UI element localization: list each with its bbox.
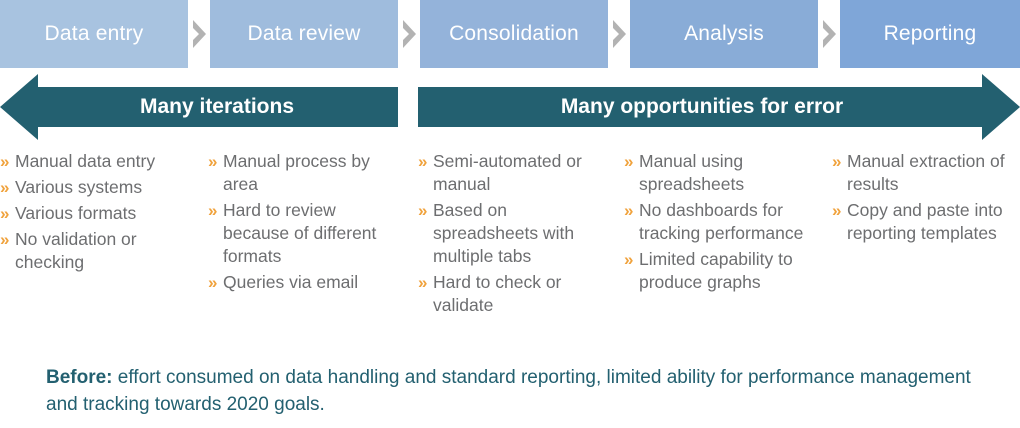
- chevron-right-icon: [608, 0, 630, 68]
- double-chevron-bullet-icon: »: [418, 152, 428, 171]
- summary-arrow-row: Many iterations Many opportunities for e…: [0, 74, 1020, 140]
- process-stage-data-entry[interactable]: Data entry: [0, 0, 188, 68]
- list-item: » Hard to review because of different for…: [208, 199, 404, 268]
- process-stage-label: Analysis: [684, 22, 764, 45]
- double-chevron-bullet-icon: »: [0, 230, 10, 249]
- many-iterations-label: Many iterations: [139, 95, 295, 118]
- detail-columns: » Manual data entry » Various systems » Vario…: [0, 150, 1020, 345]
- chevron-right-icon: [398, 0, 420, 68]
- list-item-label: Manual process by area: [223, 151, 370, 194]
- list-item: » Copy and paste into reporting templates: [832, 199, 1020, 245]
- list-item: » Queries via email: [208, 271, 404, 294]
- double-chevron-bullet-icon: »: [624, 201, 634, 220]
- list-item-label: Manual data entry: [15, 151, 156, 171]
- process-stage-reporting[interactable]: Reporting: [840, 0, 1020, 68]
- double-chevron-bullet-icon: »: [208, 201, 218, 220]
- double-chevron-bullet-icon: »: [418, 201, 428, 220]
- process-stage-label: Data entry: [44, 22, 144, 45]
- bullet-column-data-entry: » Manual data entry » Various systems » Vario…: [0, 150, 196, 277]
- list-item: » Manual using spreadsheets: [624, 150, 820, 196]
- double-chevron-bullet-icon: »: [0, 152, 10, 171]
- process-stage-analysis[interactable]: Analysis: [630, 0, 818, 68]
- double-chevron-bullet-icon: »: [0, 178, 10, 197]
- right-arrow-shape: [418, 74, 1020, 140]
- chevron-right-icon: [818, 0, 840, 68]
- list-item-label: No validation or checking: [15, 229, 137, 272]
- list-item-label: Based on spreadsheets with multiple tabs: [433, 200, 575, 266]
- double-chevron-bullet-icon: »: [624, 152, 634, 171]
- list-item: » Based on spreadsheets with multiple tab…: [418, 199, 614, 268]
- chevron-right-icon: [188, 0, 210, 68]
- list-item-label: Hard to review because of different form…: [223, 200, 377, 266]
- list-item: » Various formats: [0, 202, 196, 225]
- double-chevron-bullet-icon: »: [624, 250, 634, 269]
- list-item: » Manual extraction of results: [832, 150, 1020, 196]
- many-opportunities-for-error-arrow: Many opportunities for error: [418, 74, 1020, 140]
- double-chevron-bullet-icon: »: [832, 152, 842, 171]
- bullet-column-consolidation: » Semi-automated or manual » Based on sprea…: [418, 150, 614, 320]
- list-item-label: Various systems: [15, 177, 143, 197]
- left-arrow-shape: [0, 74, 398, 140]
- list-item: » Manual data entry: [0, 150, 196, 173]
- process-stage-label: Reporting: [883, 22, 977, 45]
- list-item: » Manual process by area: [208, 150, 404, 196]
- double-chevron-bullet-icon: »: [208, 273, 218, 292]
- list-item: » Hard to check or validate: [418, 271, 614, 317]
- list-item: » No validation or checking: [0, 228, 196, 274]
- list-item-label: Manual using spreadsheets: [639, 151, 745, 194]
- list-item-label: Queries via email: [223, 272, 359, 292]
- summary-caption-body: effort consumed on data handling and sta…: [46, 367, 971, 415]
- double-chevron-bullet-icon: »: [0, 204, 10, 223]
- list-item: » Semi-automated or manual: [418, 150, 614, 196]
- list-item-label: Manual extraction of results: [847, 151, 1005, 194]
- double-chevron-bullet-icon: »: [832, 201, 842, 220]
- list-item-label: Hard to check or validate: [433, 272, 562, 315]
- list-item: » Limited capability to produce graphs: [624, 248, 820, 294]
- list-item-label: Copy and paste into reporting templates: [847, 200, 1003, 243]
- process-stage-consolidation[interactable]: Consolidation: [420, 0, 608, 68]
- summary-caption-lead: Before:: [46, 367, 113, 388]
- list-item-label: No dashboards for tracking performance: [639, 200, 804, 243]
- list-item-label: Limited capability to produce graphs: [639, 249, 793, 292]
- process-stage-data-review[interactable]: Data review: [210, 0, 398, 68]
- bullet-column-analysis: » Manual using spreadsheets » No dashboards…: [624, 150, 820, 297]
- list-item-label: Semi-automated or manual: [433, 151, 582, 194]
- bullet-column-data-review: » Manual process by area » Hard to review b…: [208, 150, 404, 297]
- process-stage-label: Data review: [247, 22, 361, 45]
- double-chevron-bullet-icon: »: [418, 273, 428, 292]
- many-iterations-arrow: Many iterations: [0, 74, 398, 140]
- many-opportunities-for-error-label: Many opportunities for error: [560, 95, 844, 118]
- process-stage-row: Data entry Data review Consolidation Analys…: [0, 0, 1020, 68]
- process-stage-label: Consolidation: [449, 22, 579, 45]
- bullet-column-reporting: » Manual extraction of results » Copy and p…: [832, 150, 1020, 248]
- list-item: » Various systems: [0, 176, 196, 199]
- list-item: » No dashboards for tracking performance: [624, 199, 820, 245]
- double-chevron-bullet-icon: »: [208, 152, 218, 171]
- list-item-label: Various formats: [15, 203, 137, 223]
- summary-caption: Before: effort consumed on data handling…: [46, 364, 976, 418]
